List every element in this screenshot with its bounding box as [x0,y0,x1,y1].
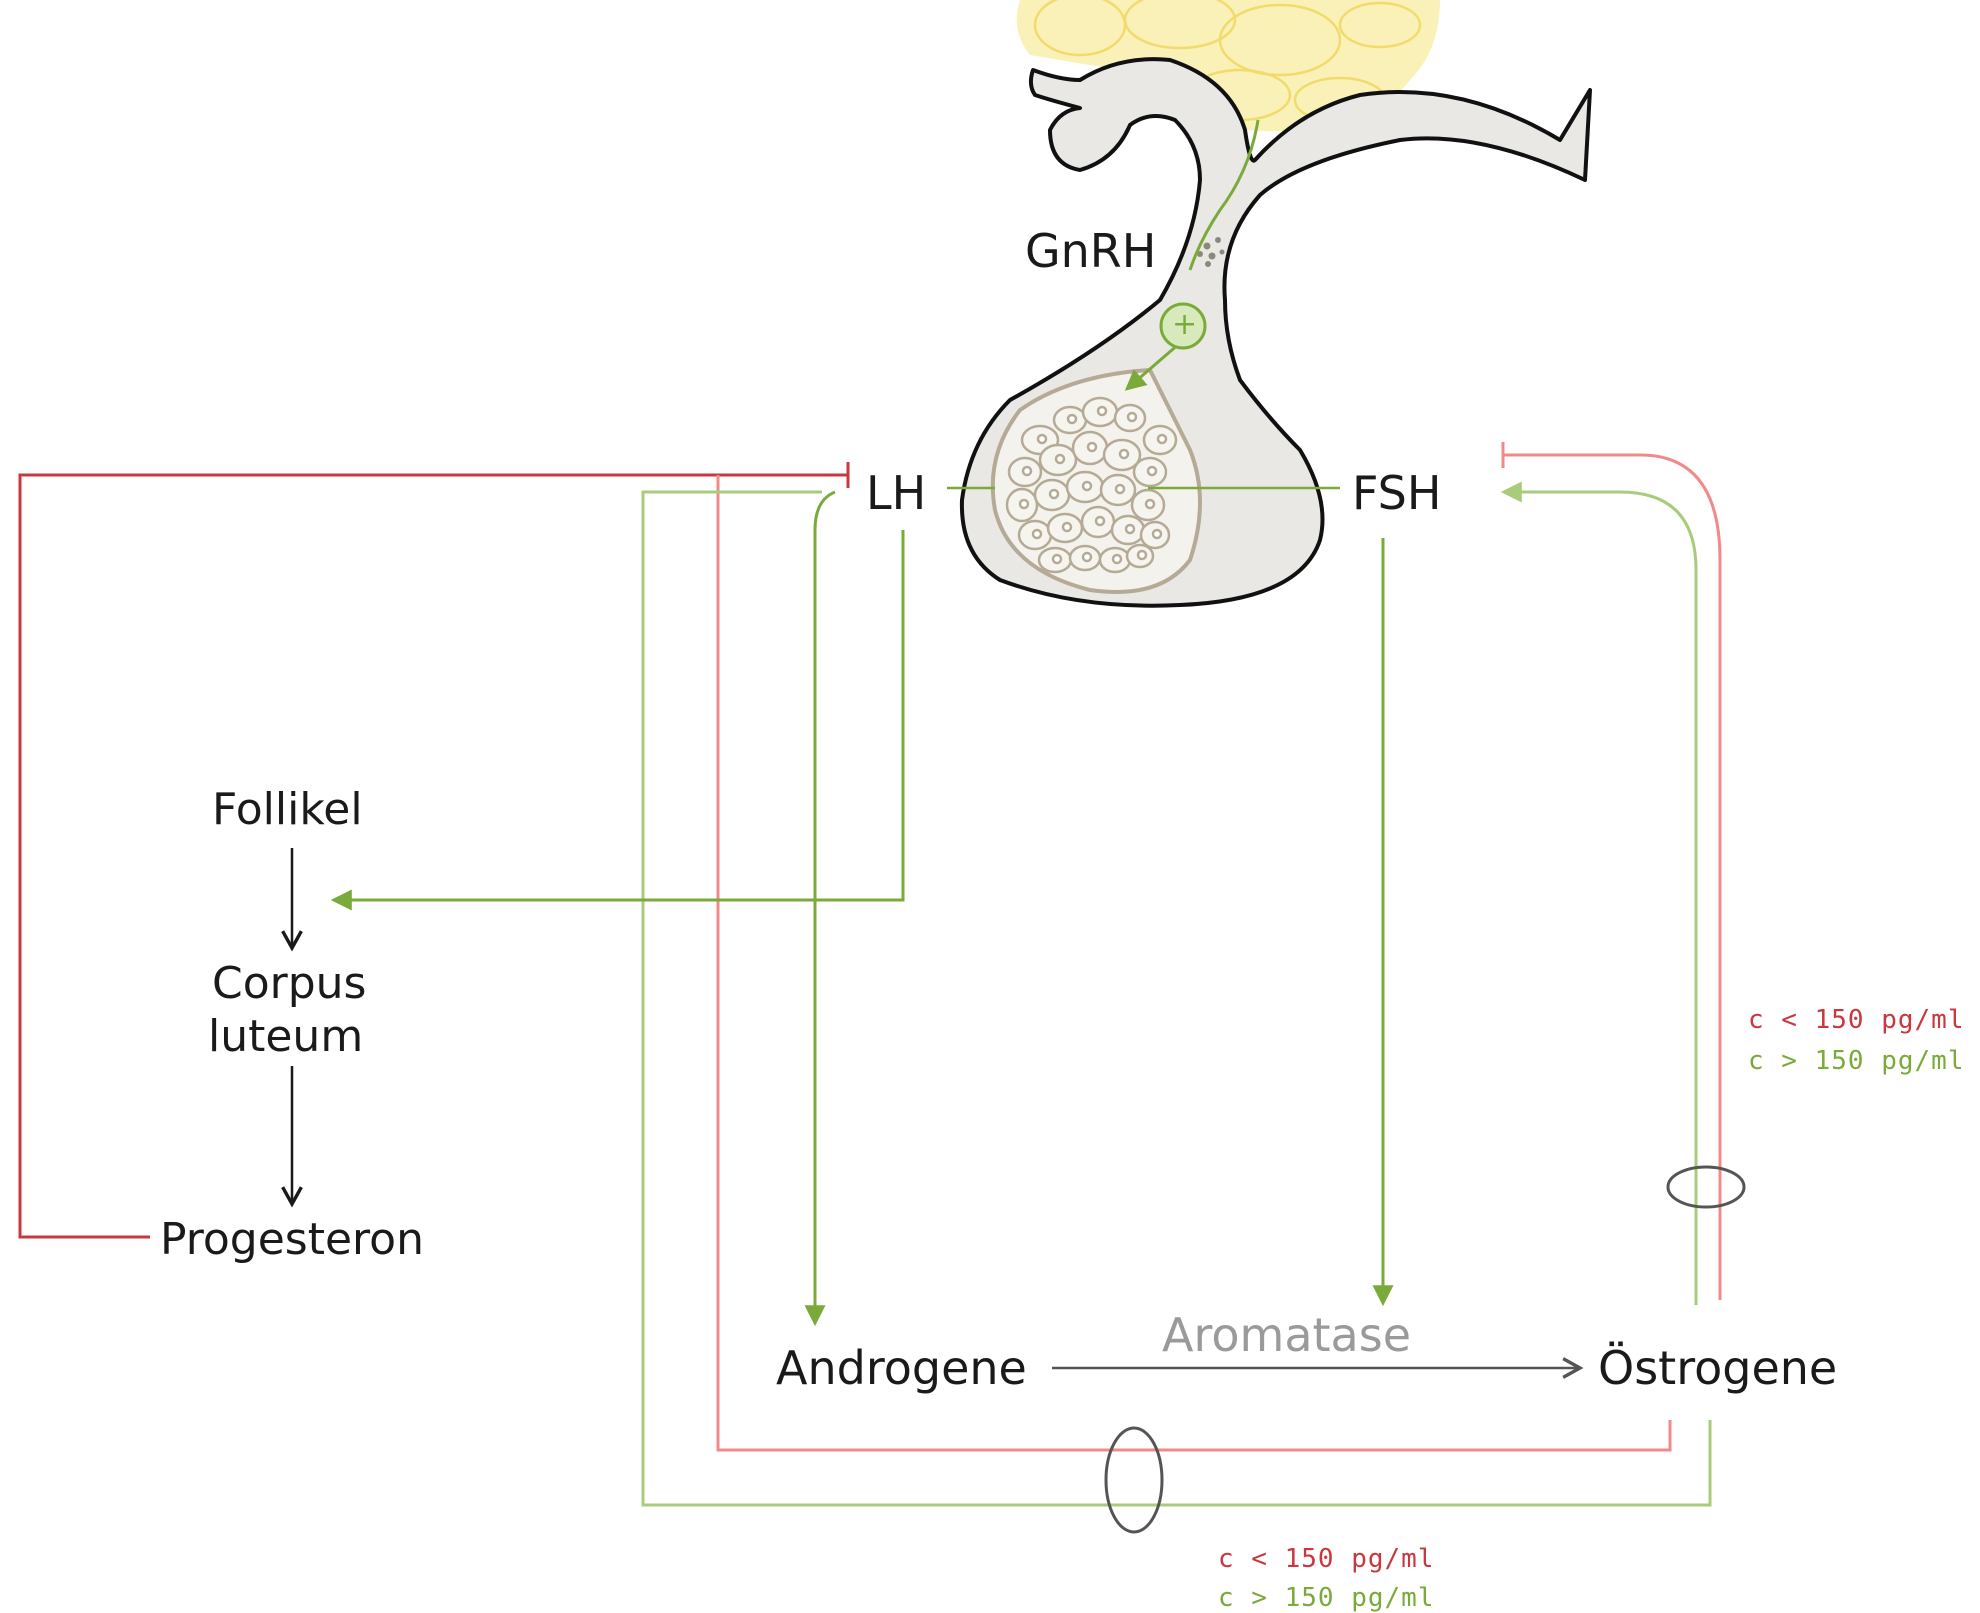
pituitary-cell-nucleus [1054,453,1066,465]
pituitary-cell-nucleus [1031,528,1043,540]
pituitary-cell-nucleus [1061,521,1073,533]
pituitary-cell-nucleus [1144,498,1156,510]
pituitary-cell-nucleus [1081,551,1093,563]
gnrh-granules [1197,237,1225,267]
oestrogene-high-lh-line [641,490,1712,1507]
bottom-condition-high: c > 150 pg/ml [1218,1583,1435,1613]
pituitary-cell-nucleus [1114,483,1126,495]
right-branch-grouping-ellipse [1666,1165,1746,1209]
pituitary-cell-nucleus [1081,480,1093,492]
pituitary-cell-nucleus [1126,411,1138,423]
pituitary-cell-nucleus [1021,465,1033,477]
luteum-label: luteum [208,1011,364,1062]
pituitary-cell-nucleus [1096,405,1108,417]
pituitary-cell-nucleus [1118,448,1130,460]
pituitary-cell-nucleus [1018,498,1030,510]
pituitary-cells [1005,396,1178,574]
bottom-branch-grouping-ellipse [1104,1426,1164,1534]
pituitary-cell-nucleus [1156,433,1168,445]
pituitary-cell-nucleus [1086,441,1098,453]
progesteron-inhibits-lh-line [18,462,850,1239]
right-condition-high: c > 150 pg/ml [1748,1046,1965,1076]
gnrh-label: GnRH [1025,224,1157,278]
stimulation-plus-icon: + [1172,307,1198,342]
oestrogene-low-lh-line [716,475,1672,1452]
oestrogene-low-fsh-line [1501,442,1722,1300]
pituitary-cell-nucleus [1051,553,1063,565]
hypothalamus [1016,0,1440,132]
pituitary-cell-nucleus [1094,515,1106,527]
pituitary-cell-nucleus [1066,413,1078,425]
pituitary-cell-nucleus [1146,465,1158,477]
progesteron-label: Progesteron [160,1214,424,1265]
oestrogene-label: Östrogene [1598,1341,1838,1395]
androgene-label: Androgene [776,1341,1027,1395]
pituitary-cell-nucleus [1124,523,1136,535]
lh-to-follikel-arrow [330,530,905,911]
aromatase-label: Aromatase [1162,1308,1412,1362]
pituitary-cell-nucleus [1111,553,1123,565]
bottom-condition-low: c < 150 pg/ml [1218,1544,1435,1574]
gnrh-stimulation [1124,119,1260,391]
fsh-label: FSH [1352,466,1442,520]
pituitary-cell-nucleus [1151,528,1163,540]
oestrogene-high-fsh-line [1500,481,1698,1305]
right-condition-low: c < 150 pg/ml [1748,1005,1965,1035]
pituitary-cell-nucleus [1036,433,1048,445]
lh-label: LH [866,466,927,520]
follikel-label: Follikel [212,784,363,835]
lh-to-androgene-arrow [804,490,836,1327]
pituitary-cell-nucleus [1136,549,1148,561]
pituitary-cell-nucleus [1048,488,1060,500]
corpus-label: Corpus [212,958,367,1009]
